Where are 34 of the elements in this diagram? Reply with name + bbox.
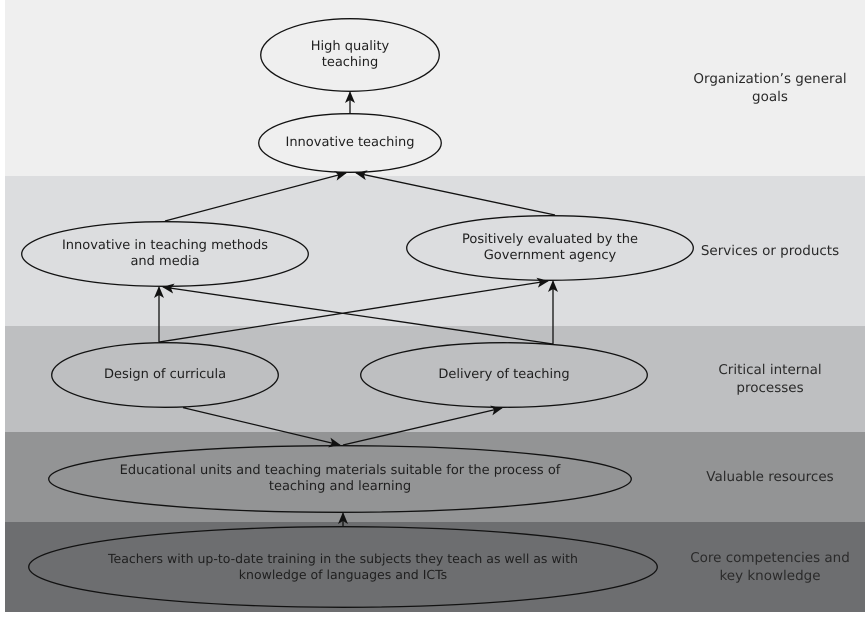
node-text: Innovative in teaching methods and media (60, 238, 270, 270)
node-text: Educational units and teaching materials suitable for the process of teaching and learning (118, 462, 562, 496)
oval-node (360, 342, 648, 408)
band-label: Valuable resources (705, 468, 835, 486)
arrow (164, 170, 347, 222)
arrow (154, 286, 164, 342)
band-label: Core competencies and key knowledge (689, 548, 851, 586)
node-text: Teachers with up-to-date training in the subjects they teach as well as with knowledge of languages and ICTs (107, 551, 579, 583)
band-background (5, 176, 865, 326)
arrow (342, 406, 503, 446)
node-text: Delivery of teaching (437, 366, 571, 384)
node-text: High quality teaching (310, 38, 390, 72)
oval-node (48, 445, 632, 513)
oval-node (51, 342, 279, 408)
band-background (5, 522, 865, 612)
arrow (338, 512, 348, 526)
band-background (5, 0, 865, 176)
band-label: Services or products (700, 242, 840, 260)
oval-node (260, 18, 440, 92)
arrow (345, 91, 355, 113)
node-text: Innovative teaching (284, 134, 416, 152)
band-background (5, 432, 865, 522)
band-label: Organization’s general goals (692, 70, 848, 106)
node-text: Positively evaluated by the Government agency (461, 232, 639, 264)
node-text: Design of curricula (102, 366, 228, 384)
oval-node (21, 221, 309, 287)
arrow (355, 170, 556, 216)
arrow (548, 280, 558, 344)
band-label: Critical internal processes (717, 360, 823, 398)
band-background (5, 326, 865, 432)
oval-node (406, 215, 694, 281)
oval-node (28, 526, 658, 608)
oval-node (258, 113, 442, 173)
arrow (182, 406, 341, 448)
